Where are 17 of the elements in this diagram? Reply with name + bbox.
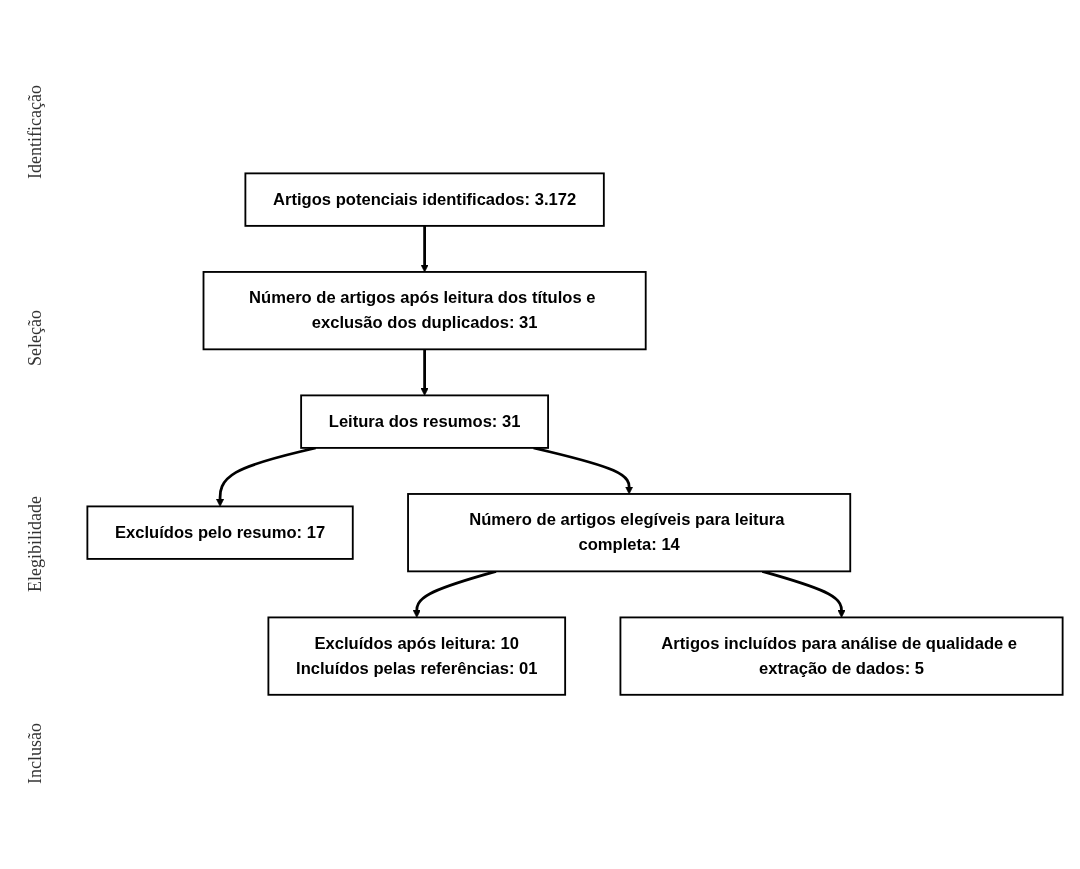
- stage-label: Seleção: [24, 309, 46, 366]
- arrow: [420, 349, 429, 397]
- arrow: [533, 446, 634, 495]
- node-box: Número de artigos após leitura dos títulos e exclusão dos duplicados: 31: [202, 271, 647, 351]
- arrow: [412, 570, 497, 619]
- node-box: Excluídos pelo resumo: 17: [86, 505, 354, 561]
- stage-label: Inclusão: [24, 722, 46, 784]
- stage-label: Identificação: [24, 85, 46, 180]
- arrow: [216, 446, 316, 508]
- arrow: [420, 226, 429, 273]
- arrow: [761, 570, 846, 619]
- node-box: Artigos potenciais identificados: 3.172: [244, 172, 605, 228]
- node-box: Número de artigos elegíveis para leitura completa: 14: [407, 493, 852, 573]
- node-box: Leitura dos resumos: 31: [300, 394, 549, 450]
- node-box: Artigos incluídos para análise de qualidade e extração de dados: 5: [619, 616, 1064, 697]
- stage-label: Elegibilidade: [24, 496, 46, 593]
- node-box: Excluídos após leitura: 10 Incluídos pelas referências: 01: [267, 616, 567, 697]
